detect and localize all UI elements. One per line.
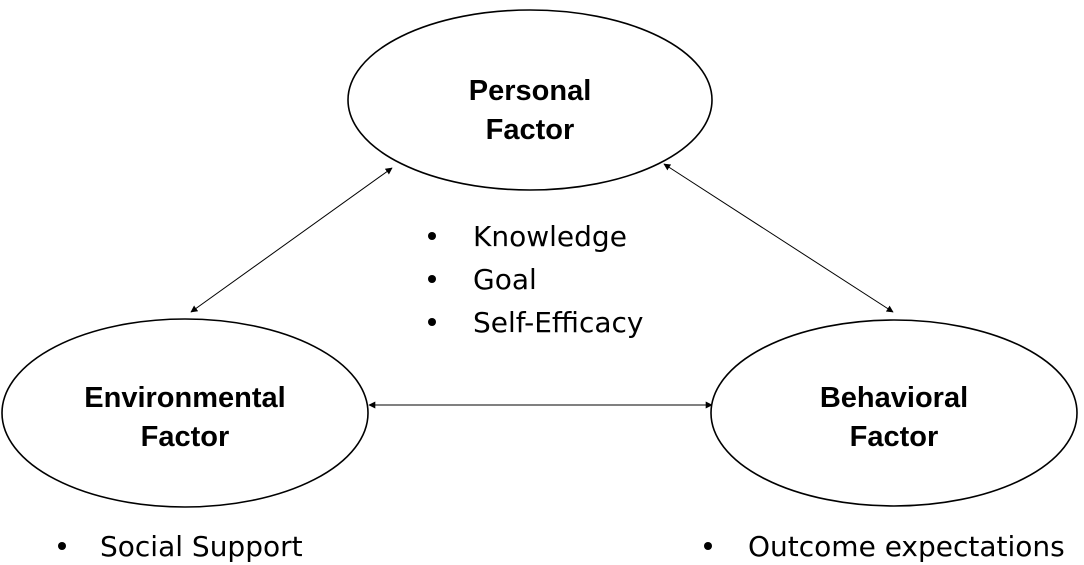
personal-factor-node: Personal Factor	[347, 9, 713, 191]
list-item: Knowledge	[473, 220, 627, 253]
behavioral-factor-ellipse	[710, 319, 1078, 507]
list-item: Self-Efficacy	[473, 306, 644, 339]
environmental-factor-node: Environmental Factor	[1, 318, 369, 508]
personal-factor-title-line2: Factor	[486, 114, 575, 146]
environmental-factor-title-line1: Environmental	[84, 382, 285, 414]
environmental-factor-list: Social Support	[58, 530, 303, 563]
bullet-dot	[428, 232, 436, 240]
behavioral-factor-title-line1: Behavioral	[820, 382, 968, 414]
behavioral-factor-list: Outcome expectations	[704, 530, 1065, 563]
list-item: Goal	[473, 263, 537, 296]
bullet-dot	[428, 275, 436, 283]
list-item: Outcome expectations	[748, 530, 1065, 563]
arrow-personal-environmental	[190, 167, 393, 313]
arrow-personal-behavioral	[663, 163, 894, 313]
behavioral-factor-node: Behavioral Factor	[710, 319, 1078, 507]
list-item: Social Support	[100, 530, 303, 563]
personal-factor-ellipse	[347, 9, 713, 191]
bullet-dot	[58, 542, 66, 550]
personal-factor-title-line1: Personal	[469, 75, 592, 107]
bullet-dot	[428, 318, 436, 326]
behavioral-factor-title-line2: Factor	[850, 421, 939, 453]
personal-factor-list: Knowledge Goal Self-Efficacy	[428, 220, 644, 339]
bullet-dot	[704, 542, 712, 550]
environmental-factor-ellipse	[1, 318, 369, 508]
environmental-factor-title-line2: Factor	[141, 421, 230, 453]
